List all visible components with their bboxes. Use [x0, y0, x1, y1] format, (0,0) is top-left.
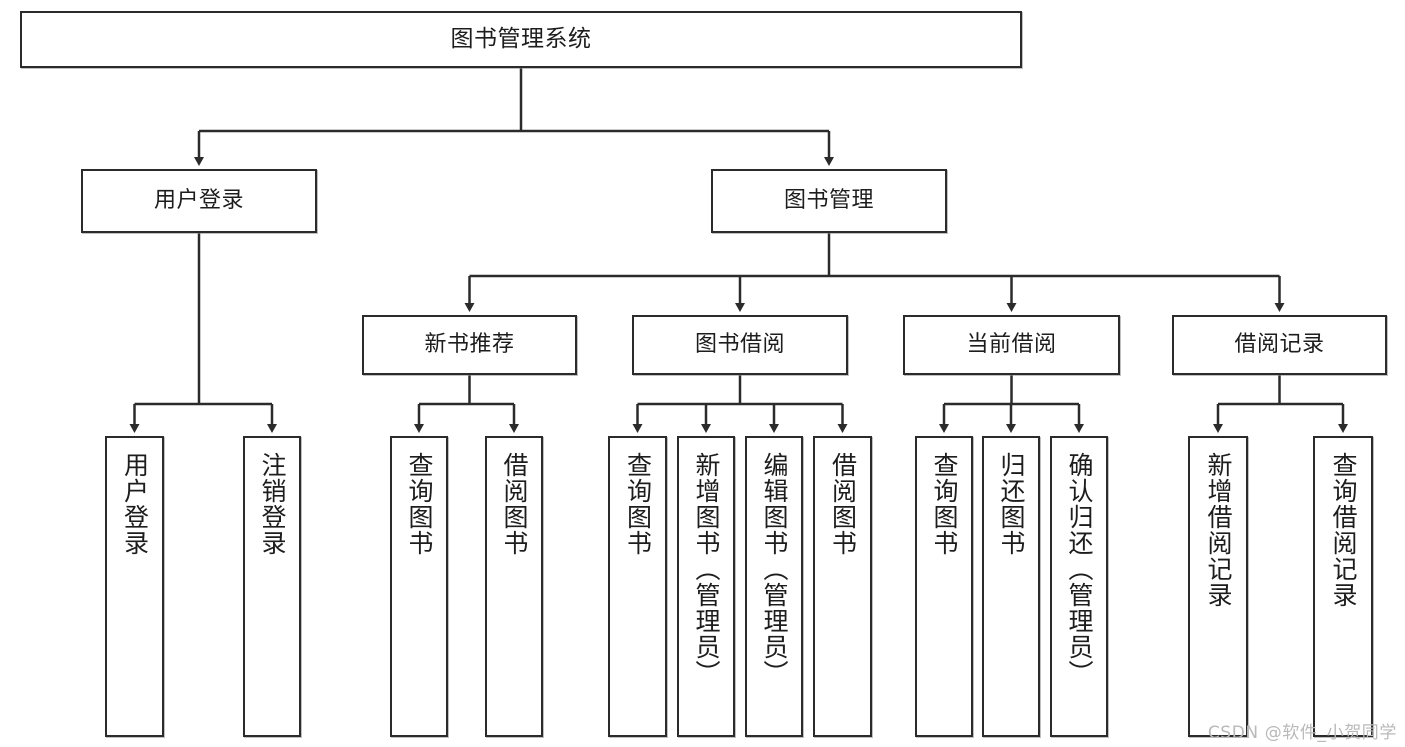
node-label: 查询图书: [930, 452, 959, 556]
node-new-book-rec[interactable]: 新书推荐: [362, 315, 577, 375]
node-label: 新增图书（管理员）: [692, 452, 721, 686]
node-leaf-query-book-rec[interactable]: 查询图书: [390, 436, 448, 737]
node-label: 编辑图书（管理员）: [760, 452, 789, 686]
node-leaf-query-record[interactable]: 查询借阅记录: [1313, 436, 1373, 737]
node-leaf-borrow-book-rec[interactable]: 借阅图书: [485, 436, 543, 737]
node-root[interactable]: 图书管理系统: [20, 11, 1022, 68]
node-label: 注销登录: [258, 452, 287, 556]
node-label: 新增借阅记录: [1204, 452, 1233, 608]
node-label: 借阅图书: [500, 452, 529, 556]
node-leaf-add-book[interactable]: 新增图书（管理员）: [677, 436, 735, 737]
node-label: 查询借阅记录: [1329, 452, 1358, 608]
node-label: 借阅记录: [1234, 331, 1325, 357]
node-leaf-query-book-bb[interactable]: 查询图书: [608, 436, 667, 737]
node-leaf-add-record[interactable]: 新增借阅记录: [1188, 436, 1248, 737]
node-leaf-return-book[interactable]: 归还图书: [982, 436, 1040, 737]
node-label: 图书管理: [783, 187, 874, 213]
node-label: 新书推荐: [424, 331, 515, 357]
csdn-watermark: CSDN @软件_小贺同学: [1207, 723, 1397, 743]
node-label: 图书管理系统: [450, 26, 592, 53]
node-label: 用户登录: [120, 452, 150, 556]
node-label: 查询图书: [405, 452, 434, 556]
node-label: 用户登录: [153, 187, 244, 213]
node-label: 借阅图书: [828, 452, 858, 556]
node-label: 归还图书: [997, 452, 1026, 556]
node-label: 图书借阅: [694, 331, 785, 357]
node-borrow-record[interactable]: 借阅记录: [1172, 315, 1387, 375]
node-label: 当前借阅: [966, 331, 1057, 357]
node-book-manage[interactable]: 图书管理: [711, 169, 947, 233]
node-label: 查询图书: [623, 452, 653, 556]
node-current-borrow[interactable]: 当前借阅: [903, 315, 1120, 375]
node-leaf-confirm-return[interactable]: 确认归还（管理员）: [1050, 436, 1108, 737]
node-user-login[interactable]: 用户登录: [81, 169, 317, 233]
node-leaf-user-login[interactable]: 用户登录: [105, 436, 164, 737]
node-leaf-query-book-cb[interactable]: 查询图书: [915, 436, 973, 737]
node-leaf-edit-book[interactable]: 编辑图书（管理员）: [745, 436, 803, 737]
node-book-borrow[interactable]: 图书借阅: [632, 315, 848, 375]
node-leaf-borrow-book-bb[interactable]: 借阅图书: [813, 436, 872, 737]
node-leaf-logout[interactable]: 注销登录: [243, 436, 301, 737]
node-label: 确认归还（管理员）: [1065, 452, 1094, 686]
